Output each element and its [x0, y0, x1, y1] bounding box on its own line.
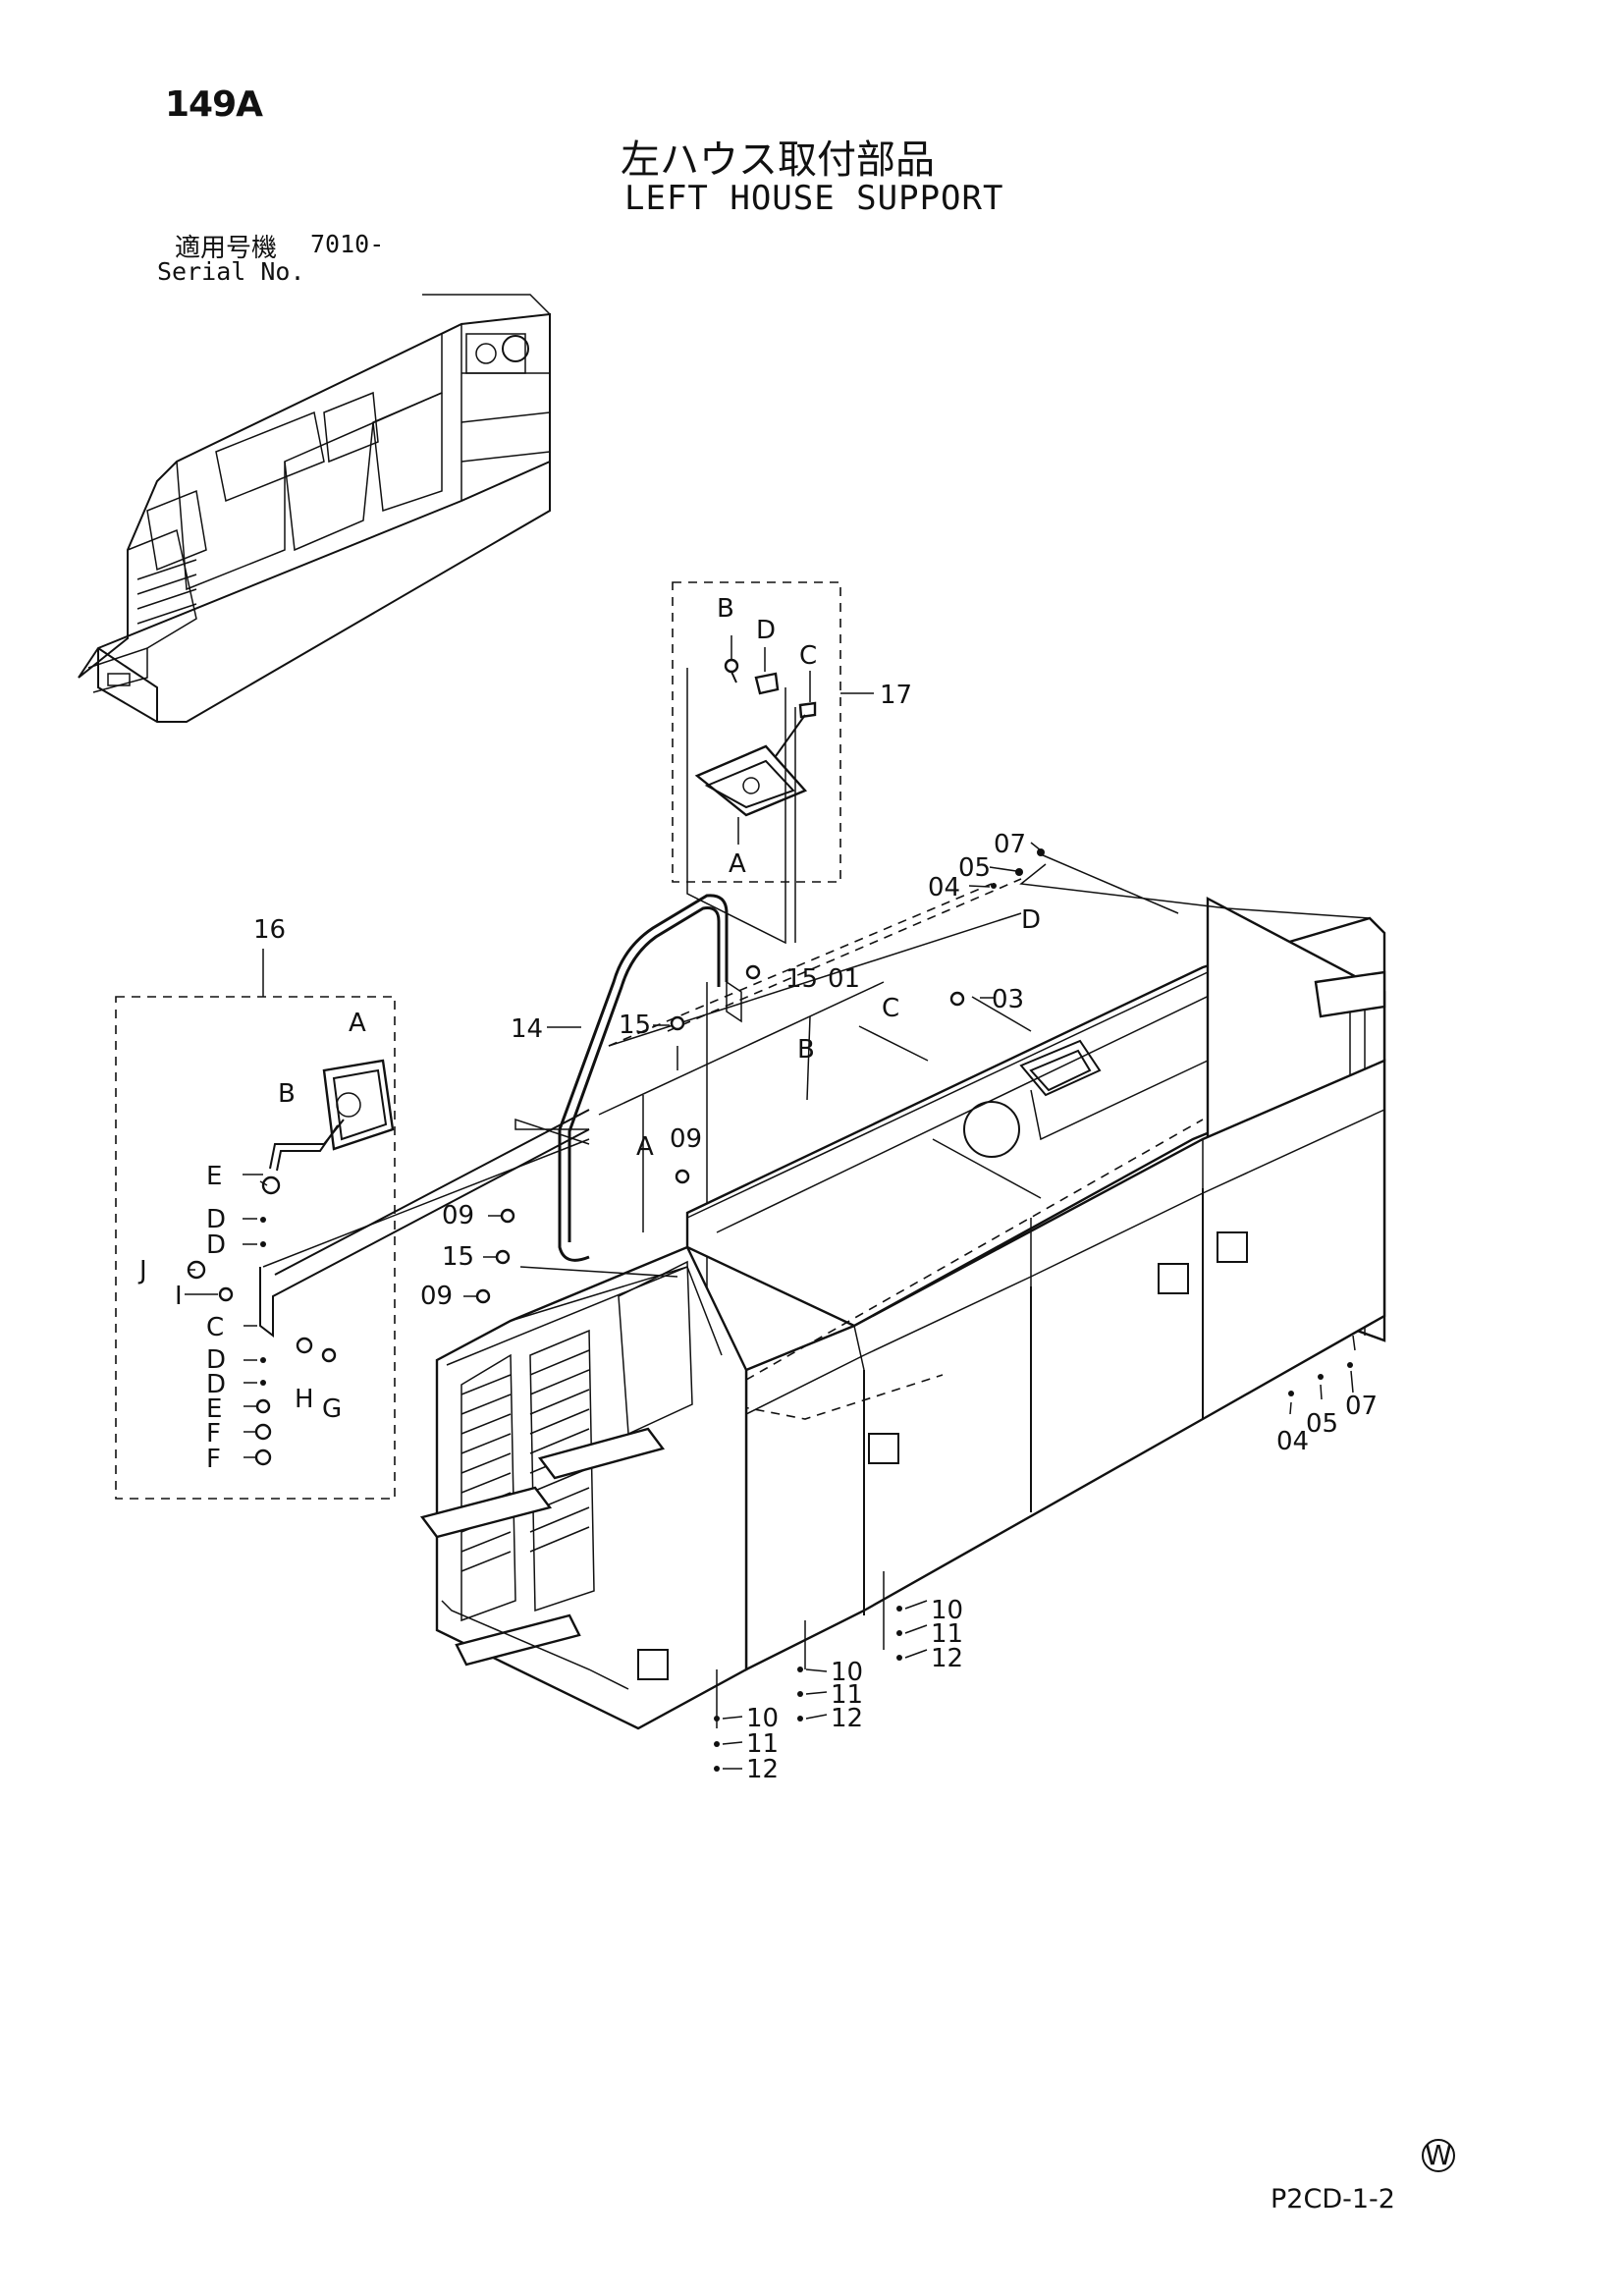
callout-16-A: A — [349, 1009, 366, 1038]
callout-01: 01 — [828, 964, 860, 994]
callout-16-H: H — [295, 1385, 314, 1414]
callout-14: 14 — [511, 1014, 543, 1044]
callout-10-b: 10 — [831, 1658, 863, 1687]
callout-16-D1: D — [206, 1205, 226, 1234]
callout-15-a: 15 — [785, 964, 818, 994]
callout-labels: B D C 17 A 16 A B E D D J I C D D E F F … — [137, 594, 1378, 1784]
callout-04-bottom: 04 — [1276, 1427, 1309, 1456]
callout-A-main: A — [636, 1132, 654, 1162]
callout-17-D: D — [756, 616, 776, 645]
page-title-jp: 左ハウス取付部品 — [621, 137, 935, 183]
callout-17-B: B — [717, 594, 734, 624]
callout-16-D3: D — [206, 1345, 226, 1375]
callout-12-a: 12 — [931, 1644, 963, 1673]
overview-thumbnail — [78, 294, 551, 723]
group-16-mirror-stay — [115, 949, 590, 1500]
fastener-markers — [475, 848, 1353, 1772]
callout-16-G: G — [322, 1394, 342, 1424]
serial-value: 7010- — [310, 230, 385, 258]
callout-16-F1: F — [206, 1419, 221, 1449]
callout-03: 03 — [992, 985, 1024, 1014]
callout-leaders — [185, 842, 1354, 1770]
callout-17-A: A — [729, 849, 746, 879]
callout-16-C: C — [206, 1313, 224, 1342]
callout-05-bottom: 05 — [1306, 1409, 1338, 1439]
callout-16-F2: F — [206, 1445, 221, 1474]
callout-16-E1: E — [206, 1162, 222, 1191]
callout-09-b: 09 — [442, 1201, 474, 1230]
callout-C-main: C — [882, 994, 899, 1023]
callout-05-top: 05 — [958, 853, 991, 883]
callout-16-D2: D — [206, 1230, 226, 1260]
callout-10-c: 10 — [746, 1704, 779, 1733]
callout-16: 16 — [253, 915, 286, 945]
callout-12-b: 12 — [831, 1704, 863, 1733]
callout-17-C: C — [799, 641, 817, 671]
page-number: 149A — [165, 84, 263, 125]
callout-15-c: 15 — [442, 1242, 474, 1272]
callout-11-a: 11 — [931, 1619, 963, 1649]
callout-16-D4: D — [206, 1370, 226, 1399]
page-title-en: LEFT HOUSE SUPPORT — [624, 179, 1004, 218]
callout-B-main: B — [797, 1035, 815, 1065]
callout-07-bottom: 07 — [1345, 1392, 1378, 1421]
watermark-symbol: W — [1422, 2139, 1455, 2172]
serial-label-jp: 適用号機 — [175, 234, 278, 263]
callout-17: 17 — [880, 681, 912, 710]
callout-04-top: 04 — [928, 873, 960, 902]
callout-D-main: D — [1021, 905, 1041, 935]
callout-12-c: 12 — [746, 1755, 779, 1784]
callout-07-top: 07 — [994, 830, 1026, 859]
serial-label-en: Serial No. — [157, 257, 305, 286]
callout-16-I: I — [175, 1282, 183, 1311]
callout-10-a: 10 — [931, 1596, 963, 1625]
callout-11-c: 11 — [746, 1729, 779, 1759]
callout-15-b: 15 — [619, 1011, 651, 1040]
callout-16-B: B — [278, 1079, 296, 1109]
house-assembly — [419, 853, 1386, 1730]
callout-16-E2: E — [206, 1394, 222, 1424]
group-17-mirror — [672, 581, 874, 945]
callout-09-c: 09 — [420, 1282, 453, 1311]
drawing-code: P2CD-1-2 — [1271, 2184, 1395, 2214]
callout-16-J: J — [137, 1256, 147, 1285]
callout-09-a: 09 — [670, 1124, 702, 1154]
callout-11-b: 11 — [831, 1680, 863, 1710]
